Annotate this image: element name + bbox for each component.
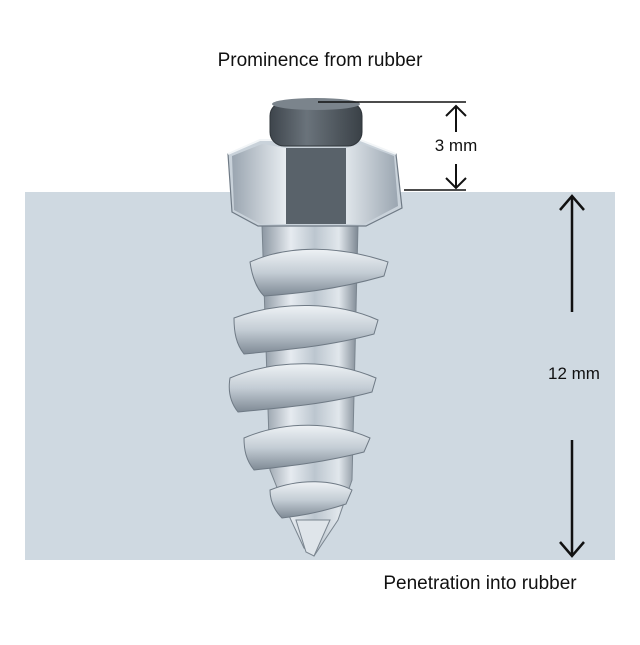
hex-head bbox=[227, 139, 403, 227]
penetration-arrows bbox=[559, 194, 585, 558]
carbide-pin bbox=[269, 98, 363, 147]
penetration-dimension-label: 12 mm bbox=[548, 364, 600, 383]
thread-flight bbox=[233, 304, 379, 355]
thread-flight bbox=[228, 363, 377, 413]
prominence-dimension-label: 3 mm bbox=[434, 136, 478, 155]
prominence-label: Prominence from rubber bbox=[217, 50, 423, 71]
screw-threads bbox=[228, 248, 389, 519]
stud-tip bbox=[295, 519, 331, 557]
prominence-arrows bbox=[445, 104, 467, 190]
thread-flight bbox=[243, 424, 371, 471]
thread-flight bbox=[269, 481, 353, 519]
thread-flight bbox=[249, 248, 389, 297]
penetration-label: Penetration into rubber bbox=[383, 573, 577, 594]
